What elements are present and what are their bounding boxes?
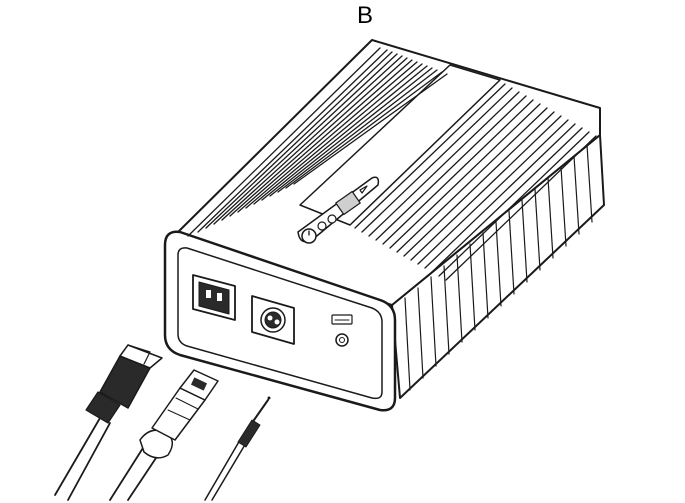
power-icon xyxy=(301,228,317,244)
stereo-jack-cable xyxy=(204,396,271,501)
heat-sink-fins-side xyxy=(404,144,593,391)
control-panel xyxy=(297,176,380,244)
heat-sink-fins-left xyxy=(187,47,448,237)
front-panel-ports xyxy=(192,274,353,347)
status-led-2 xyxy=(327,214,337,224)
display-window xyxy=(335,190,361,216)
play-icon xyxy=(359,185,368,194)
heat-sink-fins-right xyxy=(354,83,597,281)
iec-power-cord xyxy=(54,344,163,501)
status-led-1 xyxy=(317,221,327,231)
figure-label: B xyxy=(356,2,373,29)
dc-output-connector xyxy=(109,369,219,501)
